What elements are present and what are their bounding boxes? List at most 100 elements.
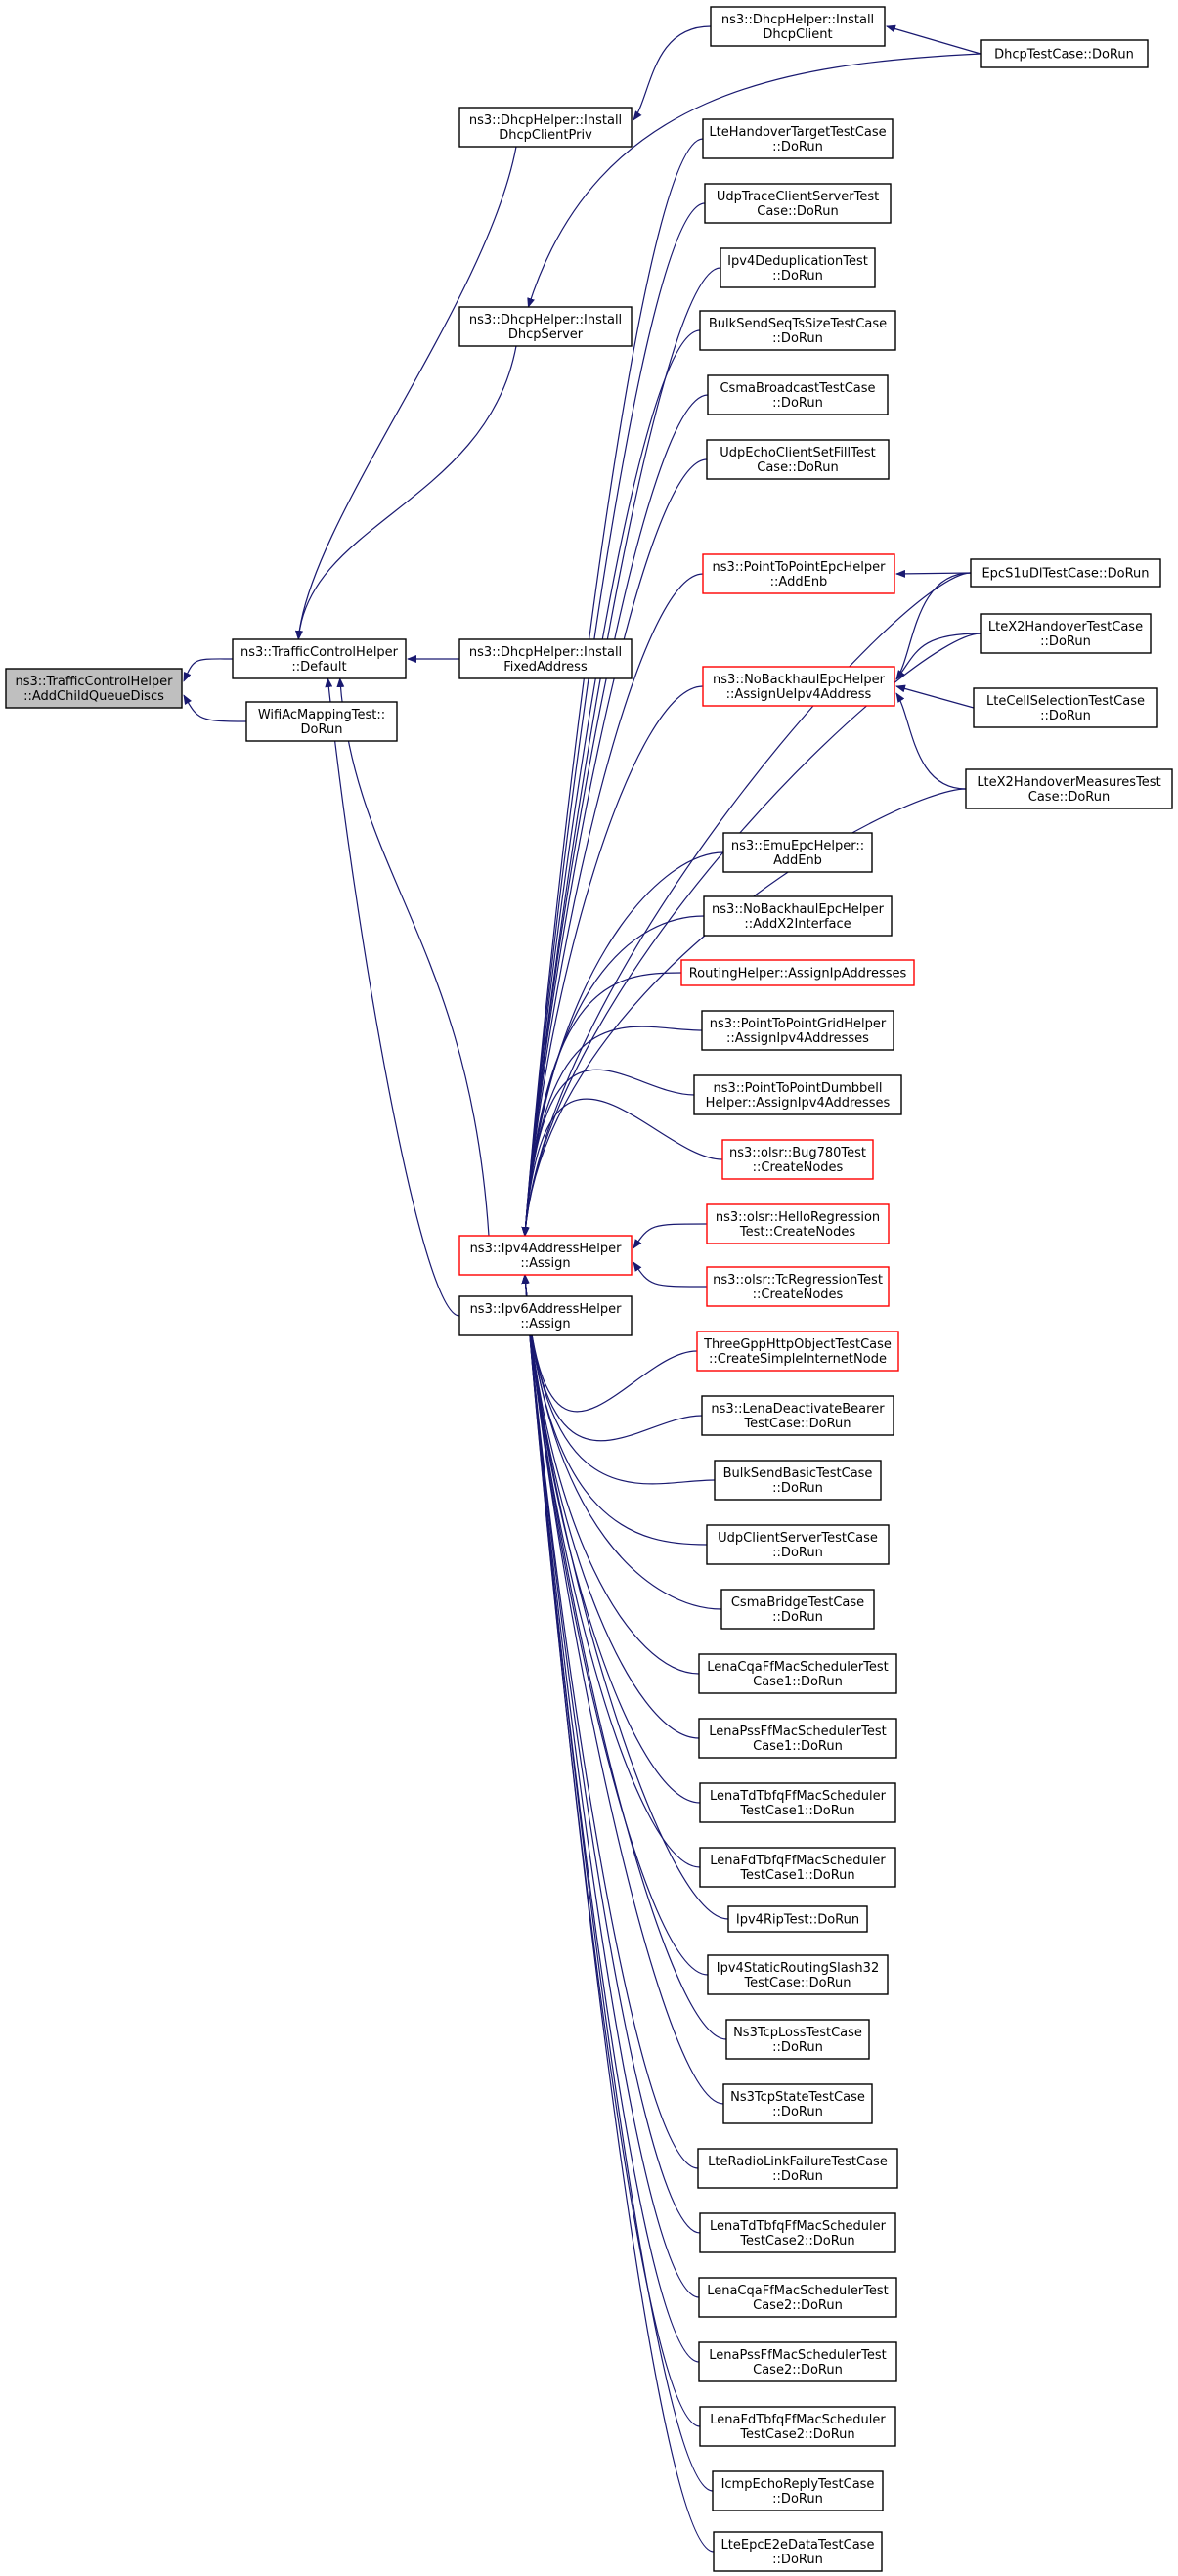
graph-node-emu-epc[interactable]: ns3::EmuEpcHelper::AddEnb	[722, 832, 873, 873]
node-label: LenaCqaFfMacSchedulerTest	[707, 2284, 889, 2298]
node-box	[980, 613, 1152, 654]
node-label: Case1::DoRun	[753, 1675, 843, 1689]
graph-node-lte-ho-target[interactable]: LteHandoverTargetTestCase::DoRun	[702, 118, 894, 159]
graph-node-ipv4-dedup[interactable]: Ipv4DeduplicationTest::DoRun	[720, 247, 876, 288]
graph-node-ipv4-rip[interactable]: Ipv4RipTest::DoRun	[727, 1905, 868, 1933]
node-box	[725, 2019, 870, 2060]
node-box	[722, 832, 873, 873]
node-label: ::DoRun	[772, 2492, 823, 2507]
graph-node-root[interactable]: ns3::TrafficControlHelper::AddChildQueue…	[5, 668, 183, 709]
graph-node-three-gpp[interactable]: ThreeGppHttpObjectTestCase::CreateSimple…	[696, 1331, 899, 1372]
node-box	[712, 2470, 884, 2511]
graph-node-lte-x2-ho[interactable]: LteX2HandoverTestCase::DoRun	[980, 613, 1152, 654]
graph-node-icmp-echo[interactable]: IcmpEchoReplyTestCase::DoRun	[712, 2470, 884, 2511]
graph-node-p2p-dumbbell[interactable]: ns3::PointToPointDumbbellHelper::AssignI…	[693, 1074, 902, 1115]
node-label: LteRadioLinkFailureTestCase	[708, 2155, 888, 2169]
node-label: ::DoRun	[772, 396, 823, 411]
edge-p2p-dumbbell-to-ipv4-assign	[521, 1069, 695, 1237]
edge-dhcp-test-to-dhcp-client	[886, 24, 982, 55]
node-label: ns3::LenaDeactivateBearer	[711, 1402, 885, 1417]
graph-node-udp-cs[interactable]: UdpClientServerTestCase::DoRun	[706, 1524, 890, 1565]
graph-node-csma-bcast[interactable]: CsmaBroadcastTestCase::DoRun	[707, 374, 889, 415]
node-label: ns3::DhcpHelper::Install	[721, 13, 874, 27]
node-box	[703, 895, 893, 937]
node-label: ns3::NoBackhaulEpcHelper	[713, 673, 886, 687]
edge-wifi-ac-to-root	[183, 694, 247, 722]
node-box	[702, 553, 895, 594]
node-label: ::AssignUeIpv4Address	[726, 687, 872, 702]
node-label: RoutingHelper::AssignIpAddresses	[689, 967, 907, 982]
graph-node-olsr-tc[interactable]: ns3::olsr::TcRegressionTest::CreateNodes	[706, 1266, 890, 1307]
graph-node-ipv6-assign[interactable]: ns3::Ipv6AddressHelper::Assign	[458, 1295, 633, 1336]
node-box	[680, 959, 915, 986]
graph-node-olsr-hello[interactable]: ns3::olsr::HelloRegressionTest::CreateNo…	[706, 1203, 890, 1244]
node-label: ns3::TrafficControlHelper	[240, 645, 399, 660]
graph-node-olsr-bug[interactable]: ns3::olsr::Bug780Test::CreateNodes	[721, 1139, 874, 1180]
graph-node-p2p-grid[interactable]: ns3::PointToPointGridHelper::AssignIpv4A…	[701, 1010, 894, 1051]
node-label: TestCase::DoRun	[743, 1417, 851, 1431]
graph-node-ipv4-assign[interactable]: ns3::Ipv4AddressHelper::Assign	[458, 1235, 633, 1276]
node-label: ns3::NoBackhaulEpcHelper	[712, 902, 885, 917]
graph-node-wifi-ac[interactable]: WifiAcMappingTest::DoRun	[245, 701, 398, 742]
node-label: BulkSendBasicTestCase	[723, 1466, 873, 1481]
graph-node-ns3-tcp-state[interactable]: Ns3TcpStateTestCase::DoRun	[722, 2083, 873, 2124]
node-label: WifiAcMappingTest::	[258, 708, 385, 722]
graph-node-bulk-basic[interactable]: BulkSendBasicTestCase::DoRun	[714, 1460, 882, 1501]
node-box	[458, 638, 633, 679]
graph-node-p2p-epc[interactable]: ns3::PointToPointEpcHelper::AddEnb	[702, 553, 895, 594]
graph-node-noback-assign[interactable]: ns3::NoBackhaulEpcHelper::AssignUeIpv4Ad…	[702, 666, 895, 707]
node-label: Ipv4DeduplicationTest	[727, 254, 868, 269]
edge-lena-pss1-to-ipv4-assign	[521, 1274, 700, 1739]
edge-lena-cqa2-to-ipv4-assign	[521, 1274, 700, 2298]
node-label: ns3::Ipv6AddressHelper	[470, 1302, 623, 1317]
node-label: LenaFdTbfqFfMacScheduler	[710, 1854, 886, 1868]
node-box	[696, 1331, 899, 1372]
node-box	[693, 1074, 902, 1115]
node-label: DhcpClientPriv	[499, 128, 592, 143]
graph-node-routing-helper[interactable]: RoutingHelper::AssignIpAddresses	[680, 959, 915, 986]
node-label: ns3::EmuEpcHelper::	[731, 839, 864, 853]
graph-node-csma-bridge[interactable]: CsmaBridgeTestCase::DoRun	[720, 1589, 875, 1630]
node-label: TestCase2::DoRun	[739, 2234, 854, 2249]
node-box	[699, 1847, 896, 1888]
graph-node-tch-default[interactable]: ns3::TrafficControlHelper::Default	[232, 638, 407, 679]
graph-node-ns3-tcp-loss[interactable]: Ns3TcpLossTestCase::DoRun	[725, 2019, 870, 2060]
edge-three-gpp-to-ipv4-assign	[521, 1274, 698, 1413]
edge-epc-s1u-to-noback-assign	[895, 572, 972, 680]
graph-node-lte-cell-sel[interactable]: LteCellSelectionTestCase::DoRun	[973, 687, 1158, 728]
node-box	[710, 6, 886, 47]
node-label: Case::DoRun	[757, 460, 838, 475]
node-label: CsmaBridgeTestCase	[731, 1595, 864, 1610]
node-label: Ns3TcpLossTestCase	[733, 2026, 862, 2040]
graph-node-epc-s1u[interactable]: EpcS1uDlTestCase::DoRun	[970, 558, 1161, 588]
graph-node-lte-epc-e2e[interactable]: LteEpcE2eDataTestCase::DoRun	[713, 2531, 883, 2572]
node-box	[701, 1395, 894, 1436]
node-label: ::Default	[291, 660, 346, 675]
graph-node-dhcp-test[interactable]: DhcpTestCase::DoRun	[980, 39, 1149, 68]
node-label: Case2::DoRun	[753, 2298, 843, 2313]
graph-node-noback-x2[interactable]: ns3::NoBackhaulEpcHelper::AddX2Interface	[703, 895, 893, 937]
node-label: ns3::PointToPointDumbbell	[714, 1081, 883, 1096]
graph-node-bulk-seq[interactable]: BulkSendSeqTsSizeTestCase::DoRun	[699, 310, 896, 351]
graph-node-lte-rlf[interactable]: LteRadioLinkFailureTestCase::DoRun	[697, 2148, 898, 2189]
node-label: UdpEchoClientSetFillTest	[720, 446, 876, 460]
node-box	[727, 1905, 868, 1933]
